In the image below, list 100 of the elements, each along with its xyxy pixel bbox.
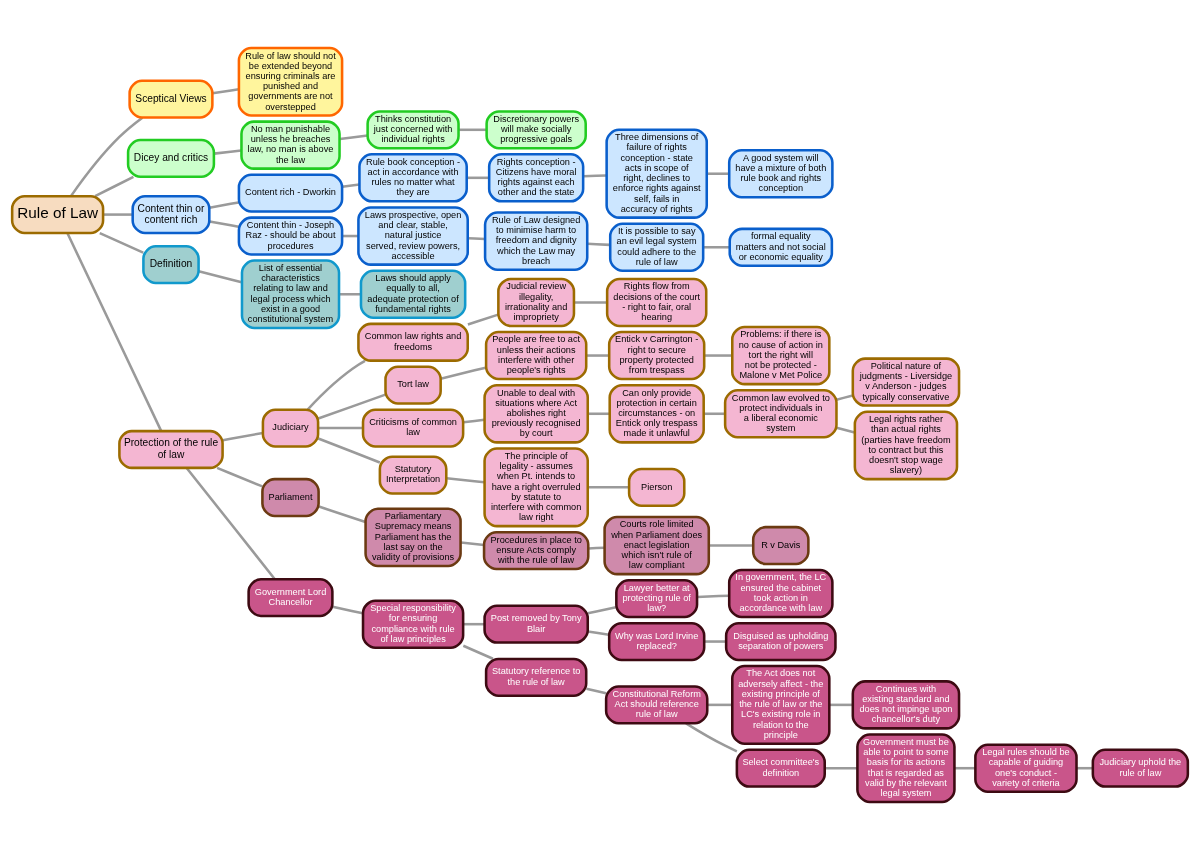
node-box: In government, the LC ensured the cabinet took action in accordance with law <box>727 568 834 618</box>
node-box: Common law rights and freedoms <box>357 322 469 362</box>
connector <box>198 269 242 283</box>
node-box: Government Lord Chancellor <box>247 577 334 617</box>
node-box: Constitutional Reform Act should reference rule of law <box>604 684 709 725</box>
connector <box>587 629 610 636</box>
connector <box>467 312 499 326</box>
connector <box>317 392 386 420</box>
node-box: Special responsibility for ensuring compliance with rule of law principles <box>361 598 465 649</box>
node-box: Rule of law should not be extended beyond ensuring criminals are punished and governments are not overstepped <box>237 46 344 117</box>
connector <box>954 766 976 769</box>
connector <box>94 175 134 197</box>
connector <box>824 766 858 769</box>
connector <box>103 212 133 216</box>
connector <box>463 418 485 423</box>
node-box: People are free to act unless their actions interfere with other people's rights <box>484 330 588 380</box>
node-box: Can only provide protection in certain circumstances - on Entick only trespass made it unlawful <box>608 383 705 444</box>
node-box: Lawyer better at protecting rule of law? <box>615 578 699 618</box>
node-box: Post removed by Tony Blair <box>483 604 589 644</box>
connector <box>586 687 607 695</box>
node-box: Entick v Carrington - right to secure property protected from trespass <box>607 330 706 380</box>
connector <box>707 171 730 175</box>
connector <box>704 353 733 357</box>
connector <box>587 485 630 489</box>
connector <box>306 359 366 410</box>
node-box: Dicey and critics <box>126 138 216 178</box>
node-box: Continues with existing standard and does not impinge upon chancellor's duty <box>851 679 961 730</box>
node-box: Legal rules should be capable of guiding one's conduct - variety of criteria <box>974 742 1078 793</box>
connector <box>709 543 754 547</box>
connector <box>829 703 853 706</box>
node-box: Legal rights rather than actual rights (parties have freedom to contract but this doesn't stop wage slavery) <box>853 409 959 480</box>
node-box: The Act does not adversely affect - the existing principle of the rule of law or the LC's existing role in relation to the principle <box>731 664 831 745</box>
connector <box>703 245 730 249</box>
connector <box>587 241 610 246</box>
node-box: Rule of Law <box>10 194 105 234</box>
node-box: Thinks constitution just concerned with individual rights <box>366 109 460 149</box>
node-box: Pierson <box>627 467 686 507</box>
connector <box>213 148 242 155</box>
node-box: Laws prospective, open and clear, stable, natural justice served, review powers, accessible <box>357 205 469 266</box>
connector <box>318 504 366 523</box>
node-box: Rights flow from decisions of the court - right to fair, oral hearing <box>605 277 708 327</box>
connector <box>222 431 264 441</box>
node-box: Protection of the rule of law <box>118 429 224 469</box>
connector <box>458 128 487 131</box>
connector <box>704 639 727 643</box>
connector <box>583 173 607 177</box>
connector <box>703 412 725 415</box>
connector <box>836 426 855 434</box>
node-box: Content thin - Joseph Raz - should be about procedures <box>237 215 344 256</box>
node-box: Three dimensions of failure of rights conception - state acts in scope of right, declines to enforce rights against self, fails in accuracy of rights <box>605 128 708 219</box>
node-box: Rights conception - Citizens have moral rights against each other and the state <box>487 152 585 203</box>
connector <box>467 236 486 240</box>
node-box: The principle of legality - assumes when Pt. intends to have a right overruled by statute to interfere with common law right <box>483 446 589 527</box>
node-box: Definition <box>142 244 200 284</box>
node-box: Select committee's definition <box>735 748 826 788</box>
connector <box>446 476 485 483</box>
node-box: Criticisms of common law <box>361 407 465 448</box>
connector <box>460 540 485 546</box>
node-box: Problems: if there is no cause of action in tort the right will not be protected - Malone v Met Police <box>731 325 831 385</box>
node-box: Rule book conception - act in accordance with rules no matter what they are <box>358 152 468 203</box>
connector <box>707 703 733 706</box>
node-box: Political nature of judgments - Liversidge v Anderson - judges typically conservative <box>851 356 961 407</box>
node-box: formal equality matters and not social or economic equality <box>728 227 834 267</box>
node-box: Judiciary uphold the rule of law <box>1091 748 1190 788</box>
connector <box>70 116 144 197</box>
connector <box>697 593 730 598</box>
connector <box>209 219 239 228</box>
node-box: R v Davis <box>751 525 810 565</box>
node-box: Government must be able to point to some basis for its actions that is regarded as valid by the relevant legal system <box>856 732 956 803</box>
connector <box>99 231 144 254</box>
connector <box>317 436 381 464</box>
node-box: Tort law <box>384 365 442 405</box>
connector <box>212 87 239 94</box>
node-box: No man punishable unless he breaches law, no man is above the law <box>240 119 341 170</box>
connector <box>332 604 364 615</box>
node-box: Why was Lord Irvine replaced? <box>607 621 706 661</box>
node-box: Disguised as upholding separation of powers <box>724 621 837 661</box>
node-box: Judicial review illegality, irrationality and impropriety <box>497 277 576 327</box>
connector <box>466 176 490 179</box>
connector <box>440 365 486 380</box>
node-box: A good system will have a mixture of both rule book and rights conception <box>727 148 834 198</box>
connector <box>462 644 494 660</box>
node-box: Judiciary <box>261 407 320 448</box>
connector <box>318 426 363 429</box>
connector <box>216 466 263 488</box>
node-box: Common law evolved to protect individuals in a liberal economic system <box>723 388 838 439</box>
node-box: Rule of Law designed to minimise harm to freedom and dignity which the Law may breach <box>483 210 589 271</box>
node-box: Discretionary powers will make socially progressive goals <box>485 109 587 149</box>
connector <box>587 605 617 615</box>
connector <box>587 412 610 415</box>
connector <box>463 622 485 625</box>
node-box: Sceptical Views <box>128 79 214 119</box>
node-box: Content rich - Dworkin <box>237 172 344 213</box>
connector <box>574 300 608 304</box>
connector <box>66 231 163 431</box>
node-box: Laws should apply equally to all, adequate protection of fundamental rights <box>359 269 467 319</box>
node-box: Courts role limited when Parliament does enact legislation which isn't rule of law compliant <box>603 515 711 575</box>
connector <box>586 353 610 357</box>
node-box: List of essential characteristics relating to law and legal process which exist in a good constitutional system <box>240 258 341 329</box>
node-box: Procedures in place to ensure Acts comply with the rule of law <box>482 530 590 570</box>
